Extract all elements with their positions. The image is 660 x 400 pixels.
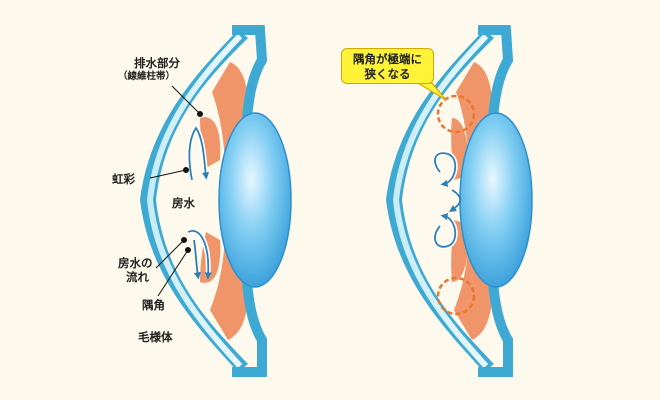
right-lens: [459, 112, 533, 288]
right-flow-upper: [434, 152, 457, 187]
narrow-angle-callout: 隅角が極端に 狭くなる: [341, 48, 434, 84]
label-aqueous: 房水: [172, 196, 195, 210]
label-flow-line2: 流れ: [126, 270, 149, 284]
left-leader-lines: [149, 85, 203, 297]
left-eye-normal: [140, 25, 292, 377]
label-flow-line1: 房水の: [118, 256, 153, 270]
narrow-angle-lower-marker: [436, 276, 476, 316]
label-angle: 隅角: [142, 298, 165, 312]
right-flow-lower: [434, 213, 457, 248]
left-lens: [218, 112, 292, 288]
left-cornea: [140, 30, 248, 372]
narrow-angle-upper-marker: [436, 94, 476, 134]
label-drainage: 排水部分: [134, 56, 180, 70]
label-iris: 虹彩: [112, 172, 135, 186]
label-ciliary: 毛様体: [138, 330, 173, 344]
callout-line2: 狭くなる: [364, 67, 411, 81]
label-drainage-sub: （線維柱帯）: [118, 71, 176, 82]
callout-line1: 隅角が極端に: [353, 52, 422, 66]
